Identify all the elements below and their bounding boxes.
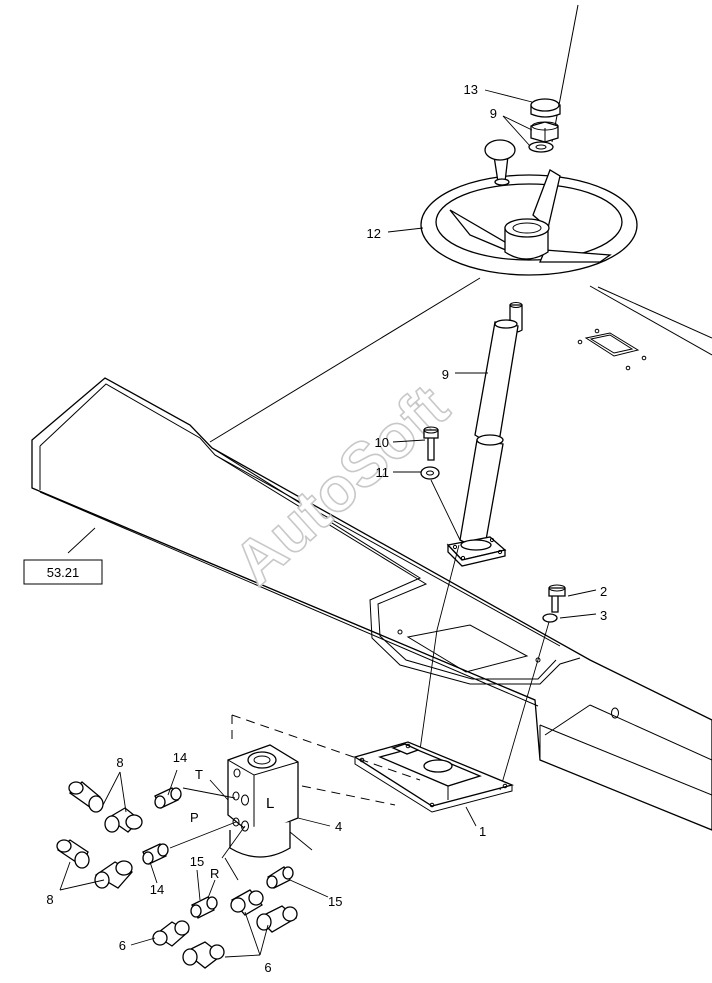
bolt-10 [423, 426, 439, 461]
callout-8-upper: 8 [116, 755, 123, 770]
straight-fitting-14-lower [142, 843, 169, 865]
steering-wheel [420, 139, 638, 276]
callout-15-left: 15 [190, 854, 204, 869]
port-label-r: R [210, 866, 219, 881]
callout-labels: 13 9 12 9 10 11 2 3 1 4 8 8 14 14 15 15 … [46, 82, 607, 975]
callout-6-left: 6 [119, 938, 126, 953]
callout-10: 10 [375, 435, 389, 450]
straight-fitting-15-left [190, 896, 218, 919]
callout-4: 4 [335, 819, 342, 834]
elbow-fitting-6-b [182, 941, 225, 969]
callout-1: 1 [479, 824, 486, 839]
elbow-fitting-8-lower-right [94, 860, 134, 889]
callout-13: 13 [464, 82, 478, 97]
elbow-fitting-8-upper-right [104, 807, 143, 833]
elbow-fitting-6-d [256, 905, 298, 933]
callout-9-column: 9 [442, 367, 449, 382]
callout-3: 3 [600, 608, 607, 623]
callout-14-upper: 14 [173, 750, 187, 765]
callout-12: 12 [367, 226, 381, 241]
bolt-2 [548, 584, 566, 613]
elbow-fitting-8-lower-left [56, 839, 90, 869]
cap-13 [530, 98, 561, 118]
elbow-fitting-6-c [230, 889, 264, 916]
mounting-plate [353, 741, 515, 813]
callout-11: 11 [376, 465, 390, 480]
port-labels: T P L R [190, 767, 274, 881]
callout-6-right: 6 [264, 960, 271, 975]
port-label-p: P [190, 810, 199, 825]
port-label-t: T [195, 767, 203, 782]
callout-15-right: 15 [328, 894, 342, 909]
washer-3 [542, 613, 558, 623]
callout-8-lower: 8 [46, 892, 53, 907]
callout-2: 2 [600, 584, 607, 599]
steering-valve [227, 744, 299, 858]
callout-14-lower: 14 [150, 882, 164, 897]
nut-9 [530, 121, 559, 143]
reference-box: 53.21 [23, 559, 103, 585]
straight-fitting-15-right [266, 866, 294, 889]
elbow-fitting-6-a [152, 920, 190, 947]
straight-fitting-14-upper [154, 787, 182, 809]
steering-column [446, 302, 523, 567]
leader-lines [59, 89, 597, 958]
reference-box-label: 53.21 [47, 565, 80, 580]
port-label-l: L [266, 795, 274, 812]
chassis-frame [31, 4, 712, 831]
callout-9-nut: 9 [490, 106, 497, 121]
washer-9 [528, 141, 554, 153]
washer-11 [420, 466, 440, 480]
elbow-fitting-8-upper-left [68, 781, 104, 813]
